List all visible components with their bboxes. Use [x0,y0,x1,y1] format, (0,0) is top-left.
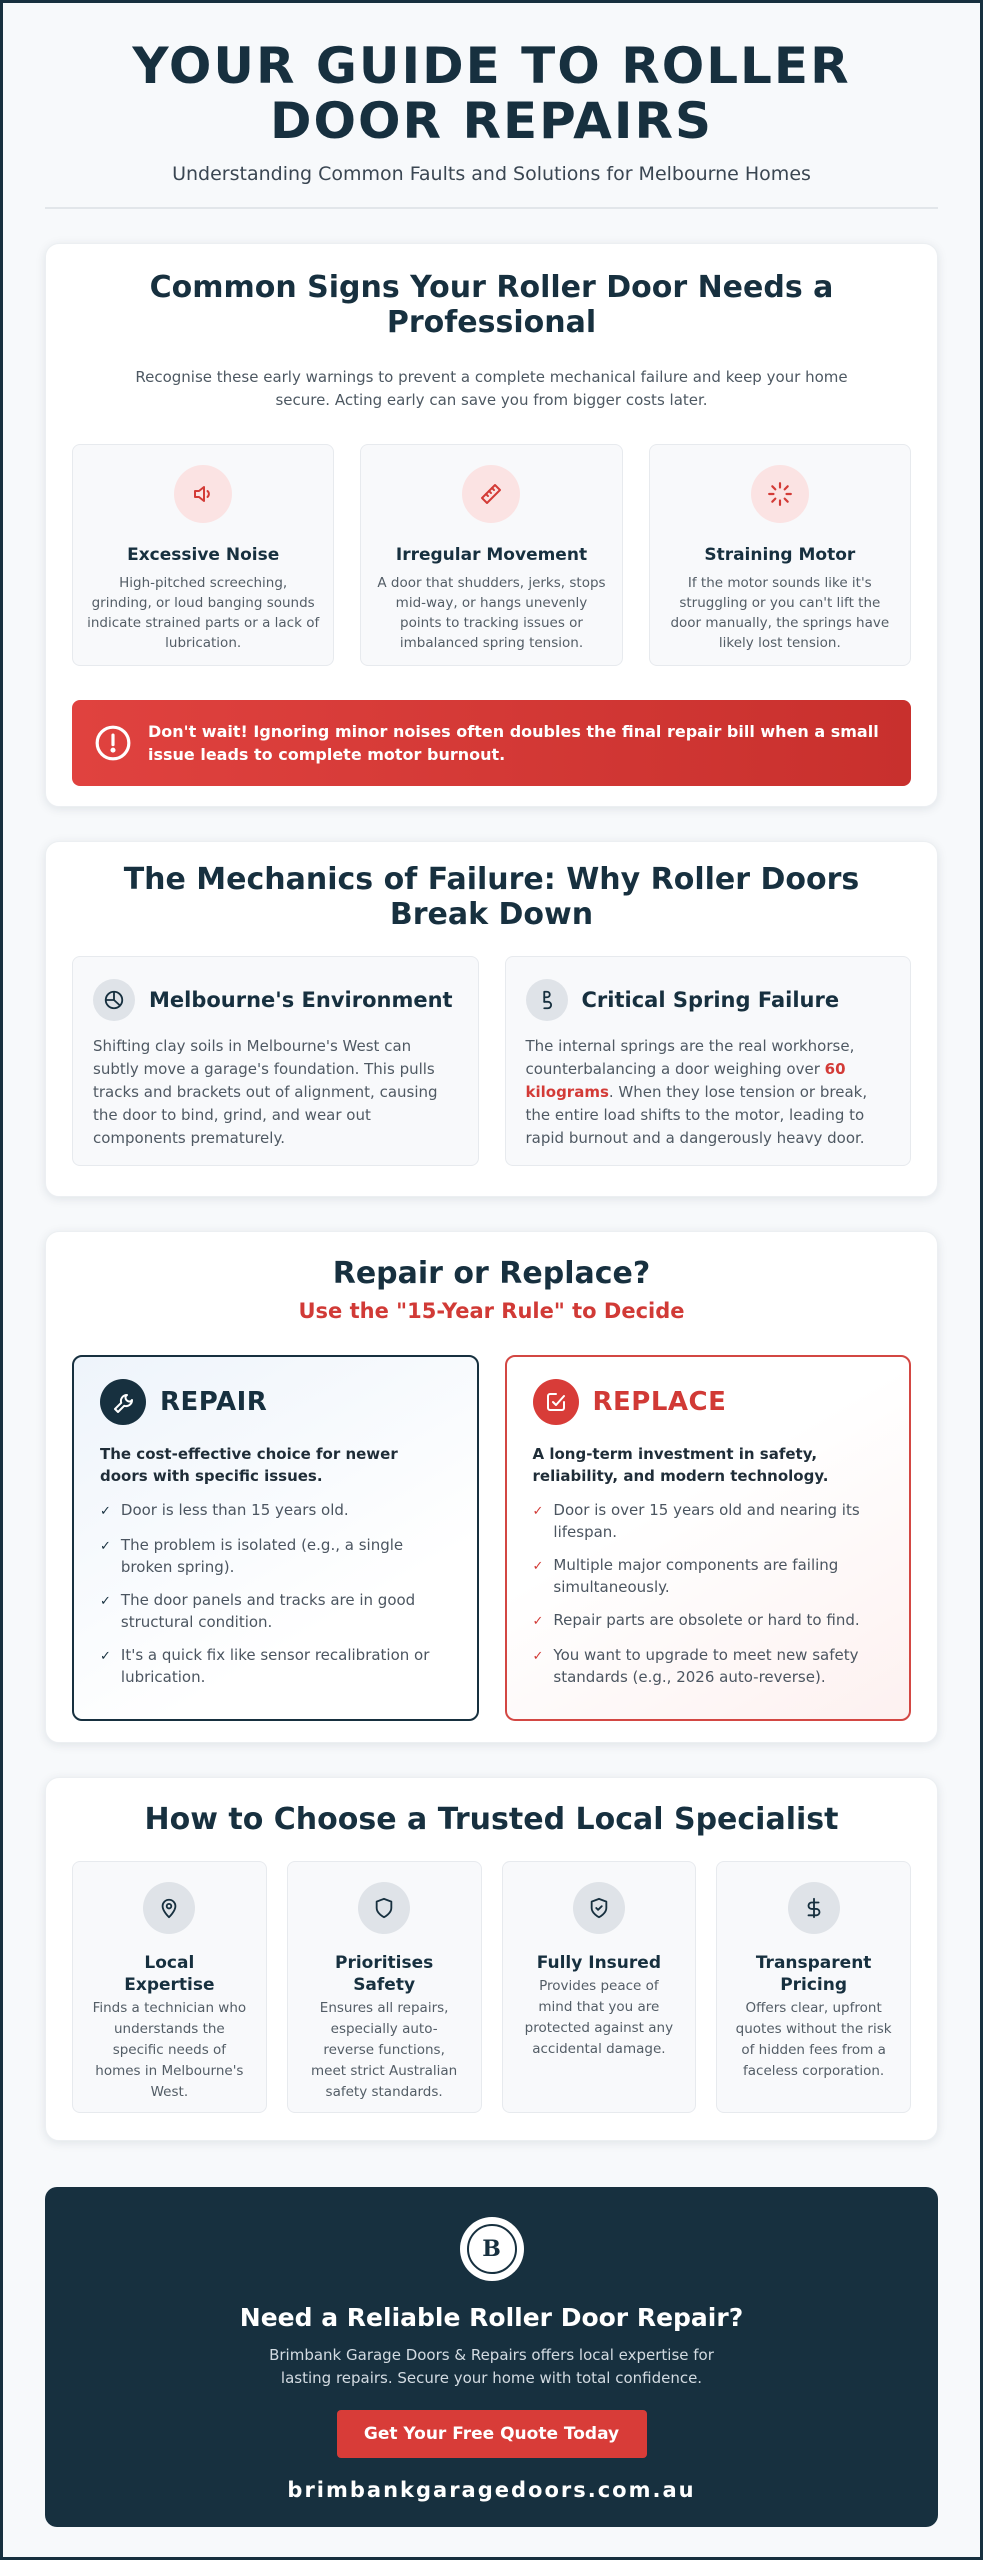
sign-text: A door that shudders, jerks, stops mid-w… [377,575,606,651]
edit-square-icon [532,1379,579,1425]
sign-card-movement: Irregular Movement A door that shudders,… [360,444,623,666]
list-item: ✓The problem is isolated (e.g., a single… [100,1536,404,1576]
check-icon: ✓ [100,1649,111,1664]
check-icon: ✓ [100,1539,111,1554]
environment-text: Shifting clay soils in Melbourne's West … [93,1037,438,1147]
sign-text: High-pitched screeching, grinding, or lo… [87,575,320,651]
sign-card-noise: Excessive Noise High-pitched screeching,… [72,444,335,666]
brand-logo: B [459,2217,524,2281]
check-icon: ✓ [532,1649,544,1664]
signs-card: Common Signs Your Roller Door Needs a Pr… [45,243,938,807]
ruler-icon [462,465,521,523]
page-subtitle: Understanding Common Faults and Solution… [172,163,811,185]
spec-text: Offers clear, upfront quotes without the… [735,2000,892,2079]
replace-panel: REPLACE A long-term investment in safety… [504,1355,911,1721]
check-icon: ✓ [100,1594,111,1609]
check-icon: ✓ [532,1504,544,1519]
environment-panel: Melbourne's Environment Shifting clay so… [72,956,479,1166]
pie-chart-icon [93,979,135,1021]
repair-panel: REPAIR The cost-effective choice for new… [72,1355,479,1721]
list-item: ✓You want to upgrade to meet new safety … [532,1646,859,1686]
repair-replace-card: Repair or Replace? Use the "15-Year Rule… [45,1231,938,1743]
spec-card-local: Local Expertise Finds a technician who u… [72,1861,267,2113]
spec-text: Provides peace of mind that you are prot… [524,1978,674,2057]
mechanics-card: The Mechanics of Failure: Why Roller Doo… [45,841,938,1197]
spring-title: Critical Spring Failure [581,988,840,1012]
hero-header: YOUR GUIDE TO ROLLER DOOR REPAIRS Unders… [45,3,938,209]
mechanics-grid: Melbourne's Environment Shifting clay so… [72,956,911,1166]
sign-title: Irregular Movement [395,545,588,565]
repair-replace-grid: REPAIR The cost-effective choice for new… [72,1355,911,1721]
cta-text: Brimbank Garage Doors & Repairs offers l… [269,2346,714,2387]
free-quote-button[interactable]: Get Your Free Quote Today [336,2410,647,2458]
cta-title: Need a Reliable Roller Door Repair? [239,2303,744,2332]
signs-intro: Recognise these early warnings to preven… [135,368,848,409]
sign-title: Straining Motor [704,545,856,565]
spec-card-insured: Fully Insured Provides peace of mind tha… [501,1861,697,2113]
cta-banner: B Need a Reliable Roller Door Repair? Br… [45,2187,938,2527]
repair-label: REPAIR [160,1387,268,1417]
spec-title: Fully Insured [536,1953,661,1973]
replace-list: ✓Door is over 15 years old and nearing i… [533,1499,884,1688]
spec-text: Ensures all repairs, especially auto-rev… [310,2000,458,2100]
map-pin-icon [143,1882,196,1934]
check-icon: ✓ [100,1504,111,1519]
list-item: ✓The door panels and tracks are in good … [100,1591,416,1631]
weight-highlight: 60 kilograms [525,1060,846,1101]
header-divider [45,207,938,209]
repair-list: ✓Door is less than 15 years old. ✓The pr… [100,1499,451,1688]
specialist-card: How to Choose a Trusted Local Specialist… [45,1777,938,2141]
signs-grid: Excessive Noise High-pitched screeching,… [72,444,911,666]
repair-lead: The cost-effective choice for newer door… [100,1445,398,1485]
warning-banner: Don't wait! Ignoring minor noises often … [72,700,911,786]
spec-title: Local Expertise [124,1953,215,1995]
logo-letter: B [466,2224,517,2274]
check-icon: ✓ [532,1559,544,1574]
wrench-icon [100,1379,146,1425]
list-item: ✓Door is over 15 years old and nearing i… [532,1501,860,1541]
dollar-icon [787,1882,840,1934]
spec-card-pricing: Transparent Pricing Offers clear, upfron… [716,1861,911,2113]
environment-title: Melbourne's Environment [149,988,453,1012]
sign-text: If the motor sounds like it's struggling… [670,575,890,651]
replace-lead: A long-term investment in safety, reliab… [532,1445,829,1485]
loader-icon [750,465,809,523]
speaker-icon [174,465,233,523]
spec-card-safety: Prioritises Safety Ensures all repairs, … [286,1861,482,2113]
alert-circle-icon [95,725,131,761]
spring-panel: Critical Spring Failure The internal spr… [504,956,911,1166]
check-icon: ✓ [532,1614,544,1629]
list-item: ✓Door is less than 15 years old. [100,1499,451,1523]
signs-title: Common Signs Your Roller Door Needs a Pr… [149,270,834,340]
mechanics-title: The Mechanics of Failure: Why Roller Doo… [123,862,860,932]
spec-text: Finds a technician who understands the s… [92,2000,247,2100]
list-item: ✓It's a quick fix like sensor recalibrat… [100,1646,430,1686]
spring-text: The internal springs are the real workho… [525,1037,868,1147]
repair-replace-tagline: Use the "15-Year Rule" to Decide [298,1299,685,1323]
spec-title: Prioritises Safety [334,1953,434,1995]
shield-check-icon [572,1882,625,1934]
spring-icon [525,979,568,1021]
website-link[interactable]: brimbankgaragedoors.com.au [287,2478,696,2502]
replace-label: REPLACE [592,1387,727,1417]
list-item: ✓Repair parts are obsolete or hard to fi… [533,1609,884,1633]
page-title: YOUR GUIDE TO ROLLER DOOR REPAIRS [132,37,851,150]
warning-text: Don't wait! Ignoring minor noises often … [148,722,879,764]
page: YOUR GUIDE TO ROLLER DOOR REPAIRS Unders… [3,3,980,2527]
repair-replace-title: Repair or Replace? [332,1256,651,1291]
sign-title: Excessive Noise [127,545,280,565]
list-item: ✓Multiple major components are failing s… [532,1556,839,1596]
shield-icon [358,1882,411,1934]
sign-card-motor: Straining Motor If the motor sounds like… [648,444,911,666]
specialist-grid: Local Expertise Finds a technician who u… [72,1861,911,2113]
specialist-title: How to Choose a Trusted Local Specialist [144,1802,839,1837]
spec-title: Transparent Pricing [755,1953,872,1995]
